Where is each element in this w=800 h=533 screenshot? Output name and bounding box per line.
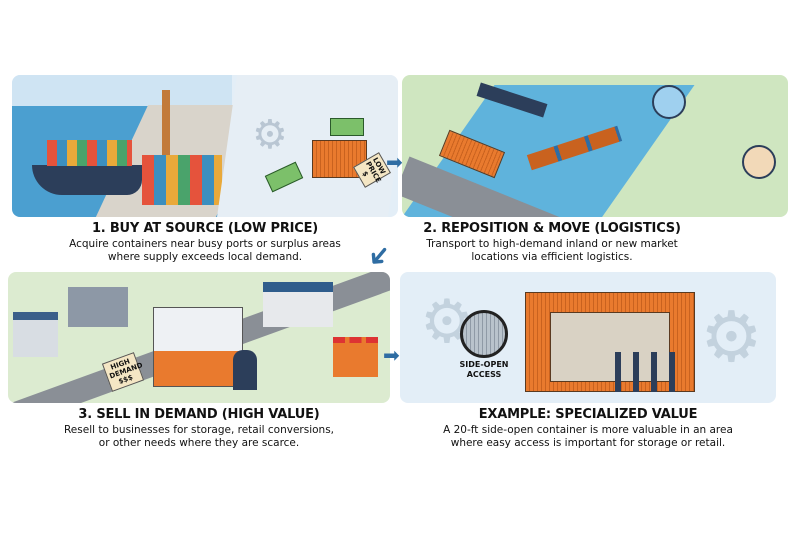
handshake-people-icon <box>233 350 257 390</box>
step-3-title: 3. SELL IN DEMAND (HIGH VALUE) <box>78 407 320 422</box>
warehouse-icon <box>263 282 333 327</box>
panel-example: ⚙ ⚙ SIDE-OPEN ACCESS <box>400 272 776 403</box>
panel-sell-in-demand: HIGH DEMAND $$$ <box>8 272 390 403</box>
example-title: EXAMPLE: SPECIALIZED VALUE <box>478 407 698 422</box>
step-3-line1: Resell to businesses for storage, retail… <box>63 424 335 436</box>
step-3-line2: or other needs where they are scarce. <box>98 437 300 449</box>
shop-icon <box>333 337 378 377</box>
container-stack <box>142 155 222 205</box>
step-1-line2: where supply exceeds local demand. <box>107 251 303 263</box>
step-3-caption: 3. SELL IN DEMAND (HIGH VALUE) Resell to… <box>8 407 390 450</box>
step-1-title: 1. BUY AT SOURCE (LOW PRICE) <box>91 221 319 236</box>
container-icon <box>153 307 243 387</box>
step-2-caption: 2. REPOSITION & MOVE (LOGISTICS) Transpo… <box>402 221 702 264</box>
gear-icon: ⚙ <box>252 112 288 158</box>
step-1-caption: 1. BUY AT SOURCE (LOW PRICE) Acquire con… <box>12 221 398 264</box>
side-open-label: SIDE-OPEN ACCESS <box>459 360 509 379</box>
step-1-line1: Acquire containers near busy ports or su… <box>69 238 341 250</box>
house-icon <box>13 312 58 357</box>
arrow-right-icon: ➡ <box>386 150 403 174</box>
cash-icon <box>330 118 364 136</box>
map-pin-icon <box>652 85 686 119</box>
ship-cargo <box>47 140 132 166</box>
factory-icon <box>68 287 128 327</box>
panel-reposition <box>402 75 788 217</box>
ship-icon <box>32 165 142 195</box>
gear-icon: ⚙ <box>700 296 763 378</box>
trade-scene <box>217 75 398 217</box>
people-icon <box>615 352 675 392</box>
arrow-right-icon: ➡ <box>383 343 400 367</box>
side-open-callout <box>460 310 508 358</box>
crane-icon <box>162 90 170 170</box>
map-pin-icon <box>742 145 776 179</box>
panel-buy-at-source: ⚙ LOW PRICE $ <box>12 75 398 217</box>
example-caption: EXAMPLE: SPECIALIZED VALUE A 20-ft side-… <box>400 407 776 450</box>
step-2-line2: locations via efficient logistics. <box>471 251 633 263</box>
step-2-title: 2. REPOSITION & MOVE (LOGISTICS) <box>423 221 681 236</box>
example-line1: A 20-ft side-open container is more valu… <box>443 424 733 436</box>
example-line2: where easy access is important for stora… <box>450 437 726 449</box>
step-2-line1: Transport to high-demand inland or new m… <box>426 238 678 250</box>
